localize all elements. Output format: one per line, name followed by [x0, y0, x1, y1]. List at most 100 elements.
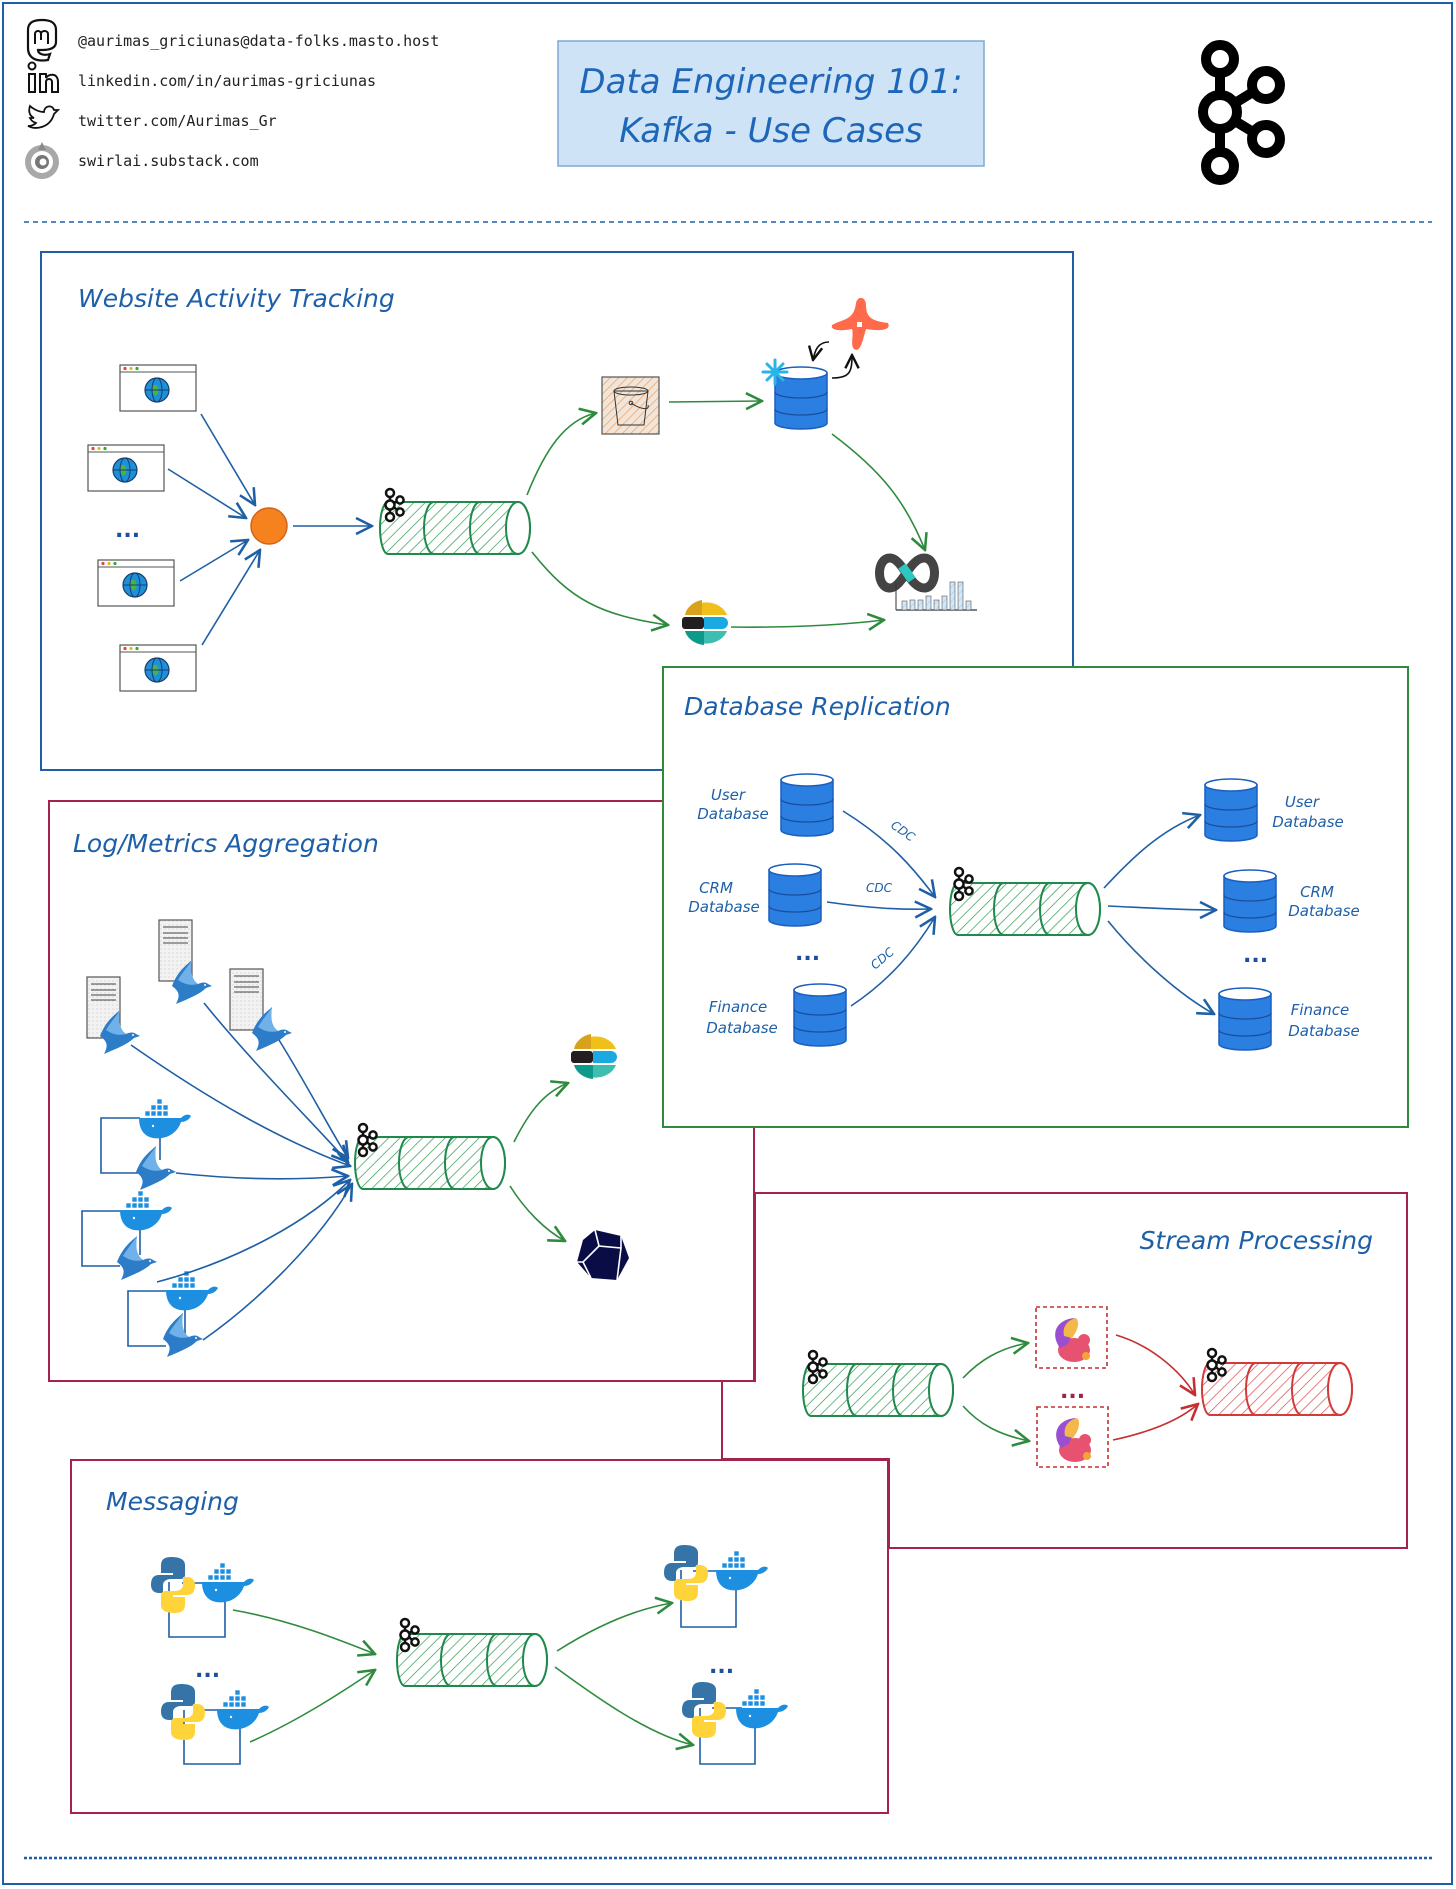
database-icon — [1204, 778, 1258, 842]
arrow — [130, 1044, 350, 1166]
title-line-1: Data Engineering 101: — [579, 62, 962, 102]
database-icon — [793, 983, 847, 1047]
title-box: Data Engineering 101: Kafka - Use Cases — [557, 40, 985, 167]
event-collector-icon — [250, 507, 288, 545]
ellipsis: ... — [1060, 1379, 1085, 1404]
source-db-user: User Database — [697, 773, 834, 837]
cdc-label: CDC — [866, 881, 893, 895]
target-db-crm: CRM Database — [1223, 869, 1360, 933]
database-icon — [768, 863, 822, 927]
svg-text:Database: Database — [1288, 902, 1360, 920]
arrow — [513, 1083, 568, 1143]
contact-mastodon[interactable]: @aurimas_griciunas@data-folks.masto.host — [78, 32, 439, 50]
ellipsis: ... — [195, 1658, 220, 1683]
section-title: Messaging — [106, 1487, 239, 1516]
flink-job-box — [1036, 1406, 1109, 1468]
arrow — [201, 550, 260, 646]
contact-linkedin[interactable]: linkedin.com/in/aurimas-griciunas — [78, 72, 376, 90]
arrow — [554, 1666, 693, 1745]
arrow — [278, 1039, 348, 1158]
database-icon — [1218, 987, 1272, 1051]
arrow — [1107, 906, 1216, 910]
arrow — [232, 1609, 375, 1654]
target-db-finance: Finance Database — [1218, 987, 1360, 1051]
arrow — [842, 810, 935, 897]
source-db-crm: CRM Database — [688, 863, 822, 927]
docker-fluentbit-group — [81, 1190, 173, 1280]
browser-window-icon — [87, 444, 165, 492]
analytics-dashboard-icon — [875, 553, 977, 611]
kafka-topic-icon — [354, 1136, 506, 1190]
arrow — [826, 902, 931, 909]
arrow — [1103, 815, 1200, 889]
section-messaging: Messaging ... ... — [70, 1459, 889, 1814]
svg-text:Finance: Finance — [709, 998, 767, 1016]
consumer-service — [682, 1682, 789, 1765]
section-title: Log/Metrics Aggregation — [73, 829, 379, 858]
svg-text:CRM: CRM — [699, 879, 733, 897]
contact-substack[interactable]: swirlai.substack.com — [78, 152, 259, 170]
arrow — [509, 1185, 565, 1241]
arrow — [200, 413, 255, 505]
dbt-icon — [831, 297, 889, 350]
database-icon — [780, 773, 834, 837]
arrow — [156, 1180, 350, 1283]
section-database-replication: Database Replication User Database CRM D… — [662, 666, 1409, 1128]
database-icon — [1223, 869, 1277, 933]
svg-text:User: User — [711, 786, 746, 804]
snowflake-database-icon — [761, 358, 828, 430]
svg-text:Database: Database — [688, 898, 760, 916]
svg-text:User: User — [1285, 793, 1320, 811]
polyhedron-store-icon — [577, 1229, 629, 1281]
s3-bucket-icon — [601, 376, 660, 435]
contact-list: @aurimas_griciunas@data-folks.masto.host… — [25, 18, 439, 179]
section-log-metrics-aggregation: Log/Metrics Aggregation — [48, 800, 755, 1382]
arrow — [1107, 920, 1214, 1014]
svg-text:Database: Database — [1288, 1022, 1360, 1040]
docker-fluentbit-group — [127, 1270, 219, 1357]
ellipsis: ... — [115, 518, 140, 543]
arrow — [1112, 1404, 1198, 1441]
svg-text:Finance: Finance — [1291, 1001, 1349, 1019]
producer-service — [151, 1557, 255, 1638]
svg-text:Database: Database — [1272, 813, 1344, 831]
section-title: Website Activity Tracking — [78, 284, 395, 313]
section-title: Database Replication — [684, 692, 951, 721]
ellipsis: ... — [795, 941, 820, 966]
arrow — [202, 1184, 352, 1341]
producer-service — [161, 1684, 270, 1765]
substack-swirl-icon — [25, 142, 59, 179]
arrow — [962, 1343, 1028, 1379]
arrow — [179, 540, 248, 582]
arrow — [813, 341, 830, 360]
arrow — [962, 1405, 1029, 1441]
consumer-service — [664, 1545, 769, 1628]
title-line-2: Kafka - Use Cases — [619, 111, 923, 151]
arrow — [249, 1670, 375, 1743]
browser-window-icon — [119, 644, 197, 692]
svg-text:CRM: CRM — [1300, 883, 1334, 901]
arrow — [831, 355, 852, 379]
log-file-icon — [229, 968, 264, 1031]
linkedin-icon — [27, 61, 59, 93]
source-db-finance: Finance Database — [706, 983, 847, 1047]
browser-window-icon — [97, 559, 175, 607]
section-stream-processing: Stream Processing ... — [721, 1192, 1408, 1549]
twitter-icon — [27, 104, 61, 129]
target-db-user: User Database — [1204, 778, 1344, 842]
arrow — [167, 468, 246, 518]
kafka-logo-icon — [1198, 40, 1285, 185]
section-title: Stream Processing — [1140, 1226, 1373, 1255]
contact-twitter[interactable]: twitter.com/Aurimas_Gr — [78, 112, 277, 130]
ellipsis: ... — [1243, 943, 1268, 968]
ellipsis: ... — [709, 1654, 734, 1679]
browser-window-icon — [119, 364, 197, 412]
arrow — [831, 433, 925, 550]
arrow — [175, 1173, 348, 1179]
mastodon-icon — [26, 18, 58, 62]
docker-fluentbit-group — [100, 1098, 192, 1190]
arrow — [526, 413, 596, 496]
flink-job-box — [1035, 1306, 1108, 1369]
